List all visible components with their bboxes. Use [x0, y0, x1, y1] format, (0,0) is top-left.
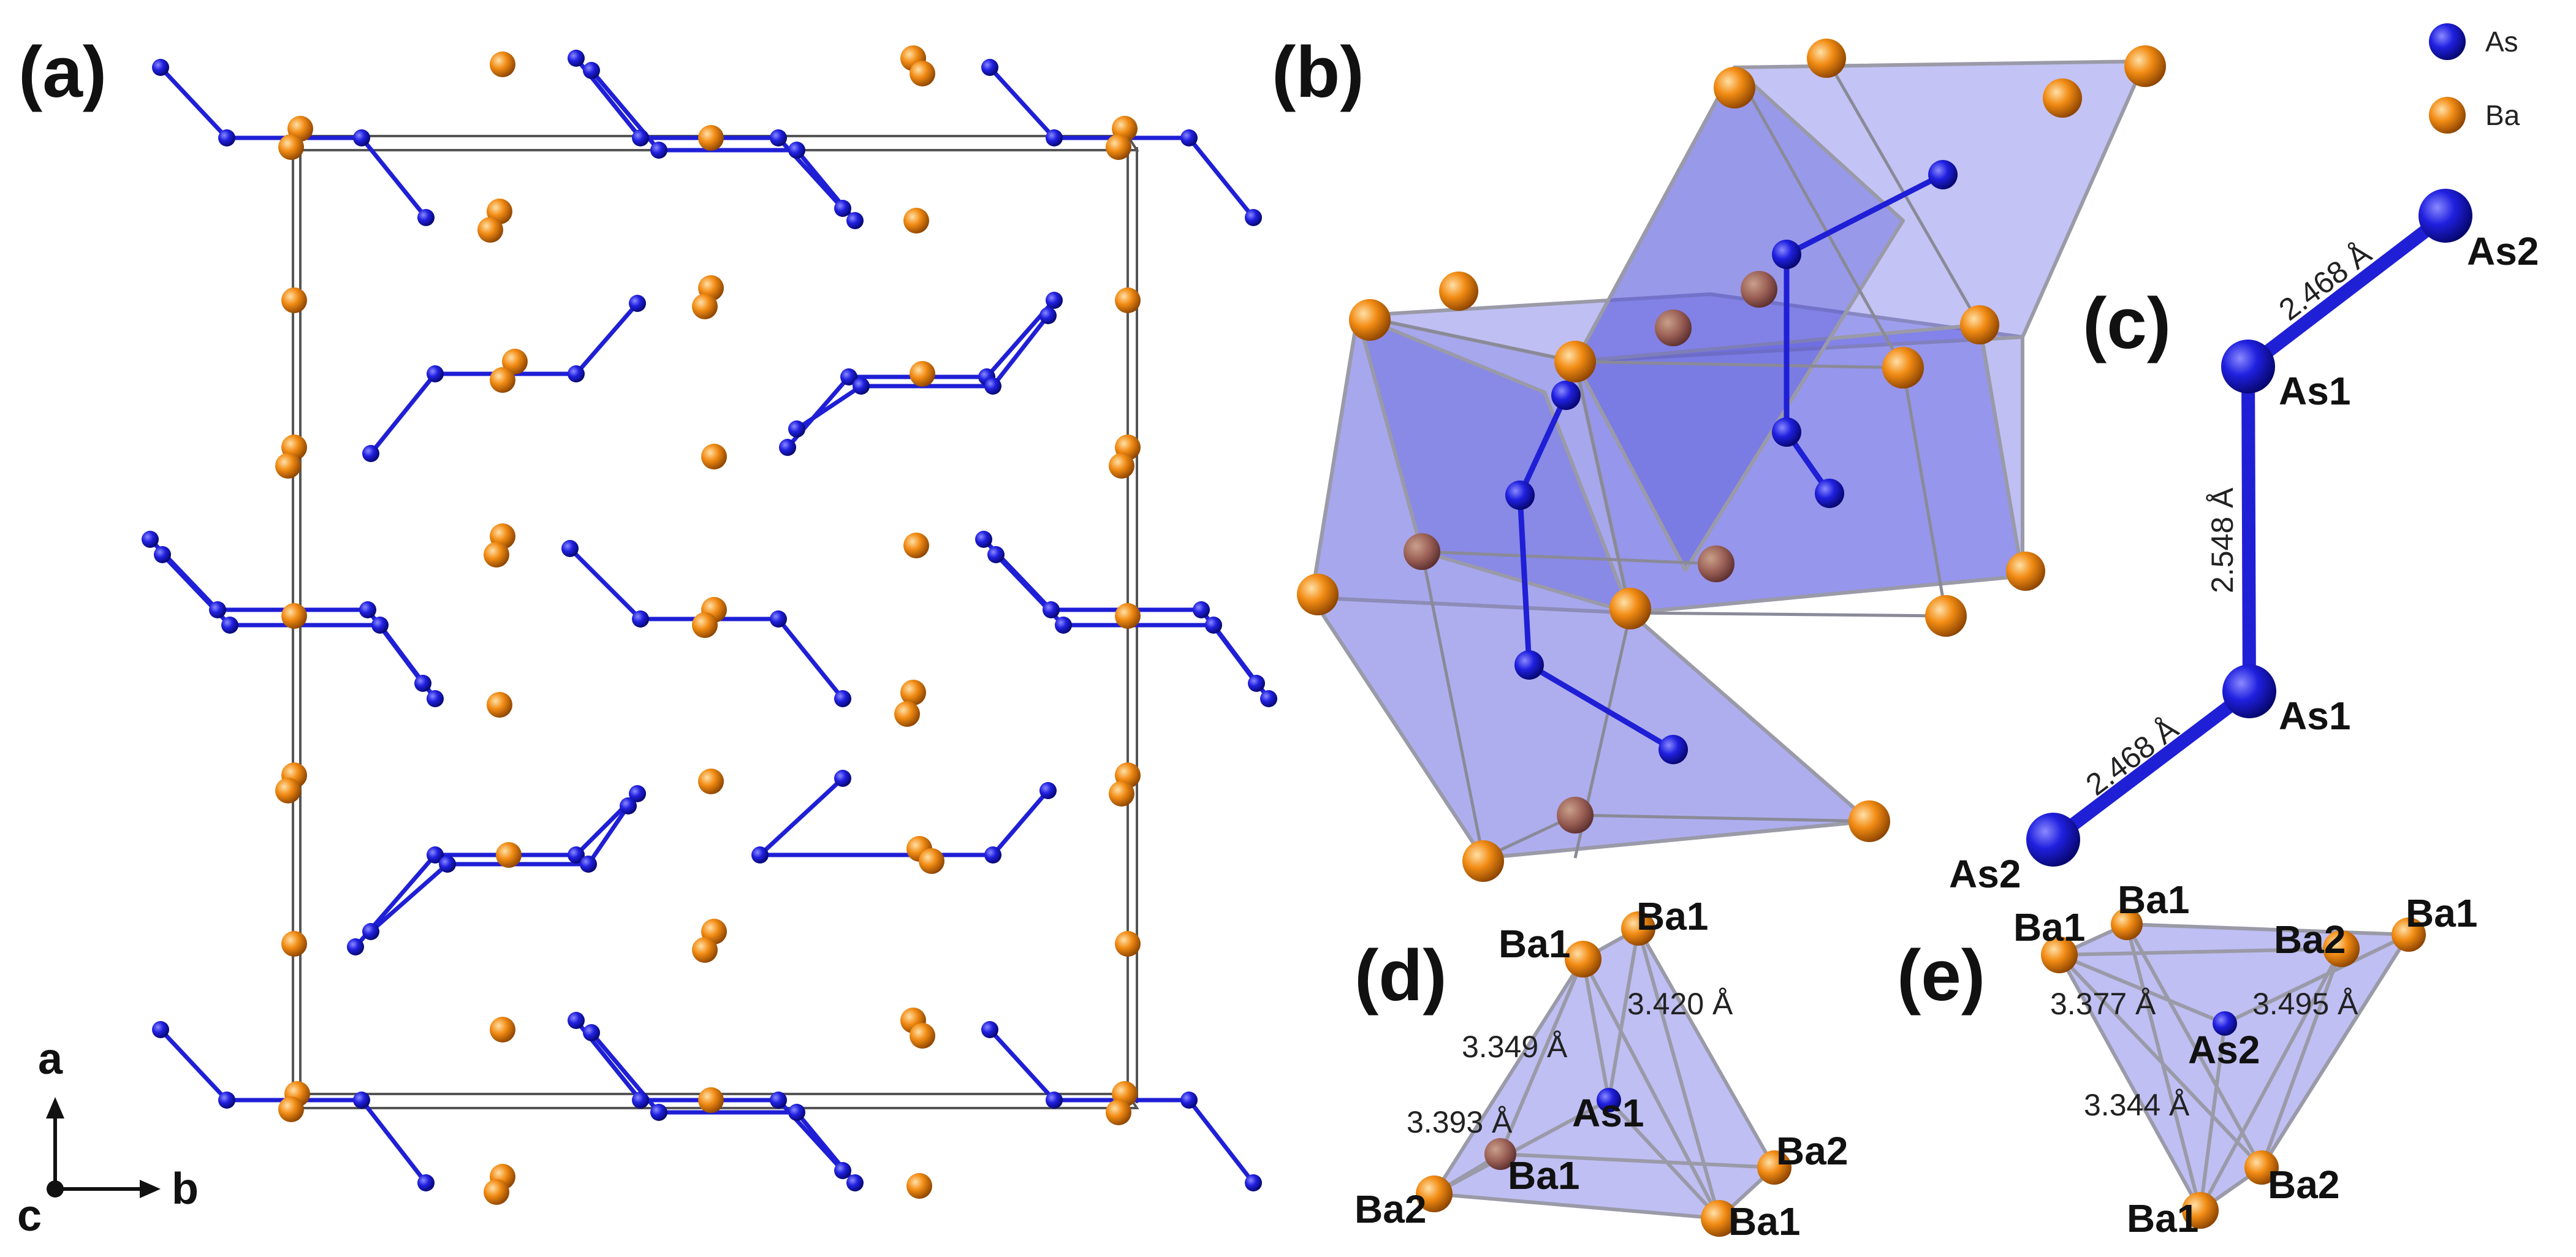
bond-length-middle: 2.548 Å	[2205, 487, 2240, 593]
distance-e-3377: 3.377 Å	[2050, 987, 2156, 1021]
legend: As Ba	[2429, 23, 2520, 134]
atoms-panel-b	[1297, 39, 2166, 882]
label-d-ba2-left: Ba2	[1354, 1187, 1426, 1231]
label-as1-upper: As1	[2279, 369, 2350, 413]
label-d-as1: As1	[1572, 1091, 1644, 1135]
legend-as-label: As	[2485, 26, 2518, 58]
label-d-ba1-b: Ba1	[1636, 894, 1708, 938]
distance-d-3393: 3.393 Å	[1407, 1105, 1513, 1139]
legend-ba-label: Ba	[2485, 99, 2520, 131]
as1-atom-lower	[2222, 664, 2276, 718]
label-d-ba2-right: Ba2	[1776, 1129, 1848, 1173]
label-as2-top: As2	[2467, 229, 2539, 273]
distance-e-3344: 3.344 Å	[2084, 1088, 2190, 1122]
label-d-ba1-c: Ba1	[1508, 1153, 1579, 1198]
label-d-ba1-d: Ba1	[1728, 1199, 1800, 1244]
panel-a: (a) a b c	[17, 32, 1277, 1240]
legend-as-swatch	[2429, 23, 2466, 60]
distance-e-3495: 3.495 Å	[2252, 987, 2358, 1021]
panel-b-label: (b)	[1272, 32, 1364, 113]
panel-d: (d) Ba1 Ba1 As1 Ba2 Ba1 Ba2 Ba1 3.420 Å …	[1354, 894, 1848, 1244]
as-chain	[2046, 209, 2452, 846]
label-e-as2: As2	[2188, 1028, 2260, 1072]
as-bonds-b	[1517, 172, 1946, 753]
panel-e: (e) Ba1 Ba1 Ba2 Ba1 As2 Ba1 Ba2 3.377 Å	[1897, 878, 2477, 1240]
panel-d-label: (d)	[1354, 935, 1447, 1016]
panel-b: (b)	[1272, 32, 2166, 882]
label-e-ba2-bottom: Ba2	[2268, 1163, 2339, 1207]
distance-d-3420: 3.420 Å	[1627, 987, 1733, 1021]
panel-c-label: (c)	[2083, 283, 2171, 364]
tetrahedron-d	[1432, 927, 1776, 1220]
legend-ba-swatch	[2429, 97, 2466, 134]
label-d-ba1-a: Ba1	[1499, 922, 1570, 966]
axis-a-label: a	[38, 1035, 63, 1084]
label-e-ba1-b: Ba1	[2118, 878, 2189, 922]
label-as2-bottom: As2	[1949, 852, 2021, 896]
label-e-ba2-top: Ba2	[2274, 917, 2346, 962]
polyhedra	[1310, 59, 2147, 860]
axis-b-label: b	[172, 1164, 199, 1213]
label-as1-lower: As1	[2279, 694, 2350, 738]
label-e-ba1-a: Ba1	[2013, 905, 2085, 949]
as2-atom-top	[2418, 189, 2472, 243]
label-e-ba1-c: Ba1	[2406, 891, 2477, 935]
as1-atom-upper	[2221, 340, 2275, 393]
axis-c-label: c	[17, 1191, 42, 1240]
axis-indicator: a b c	[17, 1035, 199, 1240]
panel-e-label: (e)	[1897, 935, 1985, 1016]
atoms-panel-a	[142, 45, 1277, 1205]
panel-a-label: (a)	[18, 32, 107, 113]
label-e-ba1-d: Ba1	[2127, 1196, 2198, 1240]
distance-d-3349: 3.349 Å	[1462, 1030, 1568, 1064]
as2-atom-bottom	[2026, 813, 2080, 867]
